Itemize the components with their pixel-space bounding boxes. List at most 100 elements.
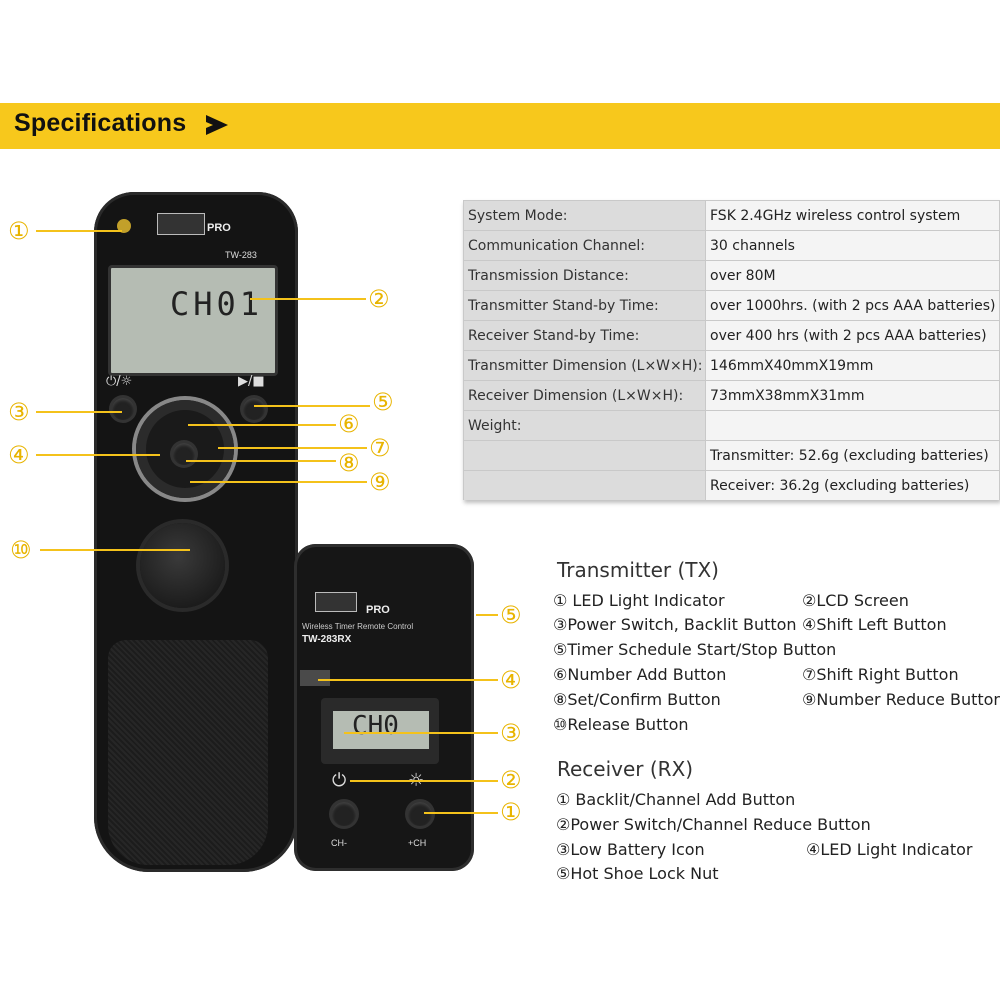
rx-pro-label: PRO: [366, 604, 390, 616]
tx-callout-10: ⑩: [10, 536, 32, 564]
table-row: System Mode:FSK 2.4GHz wireless control …: [463, 200, 1000, 231]
rx-callout-4-line: [318, 679, 498, 681]
table-row: Receiver: 36.2g (excluding batteries): [463, 470, 1000, 500]
tx-brand-logo: [157, 213, 205, 235]
rx-callout-5: ⑤: [500, 601, 522, 629]
list-item: ⑤Timer Schedule Start/Stop Button: [553, 640, 837, 659]
spec-value: over 80M: [705, 260, 1000, 291]
tx-timer-button: [243, 398, 265, 420]
rx-callout-4: ④: [500, 666, 522, 694]
tx-callout-6: ⑥: [338, 410, 360, 438]
arrow-right-icon: [206, 115, 228, 135]
list-item: ⑦Shift Right Button: [802, 665, 959, 684]
list-item: ⑥Number Add Button: [553, 665, 727, 684]
table-row: Weight:: [463, 410, 1000, 441]
tx-set-button: [173, 443, 195, 465]
rx-model-label: TW-283RX: [302, 634, 352, 645]
rx-lcd-readout: CH0: [352, 711, 399, 741]
banner-title: Specifications: [14, 109, 187, 137]
table-row: Communication Channel:30 channels: [463, 230, 1000, 261]
list-item: ②Power Switch/Channel Reduce Button: [556, 815, 871, 834]
spec-table-container: System Mode:FSK 2.4GHz wireless control …: [463, 200, 1000, 500]
spec-value: 73mmX38mmX31mm: [705, 380, 1000, 411]
tx-callout-4: ④: [8, 441, 30, 469]
spec-table-body: System Mode:FSK 2.4GHz wireless control …: [463, 200, 1000, 500]
tx-callout-2: ②: [368, 285, 390, 313]
tx-callout-9-line: [190, 481, 367, 483]
list-item: ④LED Light Indicator: [806, 840, 973, 859]
rx-callout-3-line: [344, 732, 498, 734]
rx-callout-5-line: [476, 614, 498, 616]
list-item: ④Shift Left Button: [802, 615, 947, 634]
rx-backlit-button: [408, 802, 432, 826]
rx-subtitle: Wireless Timer Remote Control: [302, 622, 414, 631]
tx-callout-9: ⑨: [369, 468, 391, 496]
play-stop-icon: ▶/■: [238, 374, 265, 389]
specifications-banner: Specifications: [0, 103, 1000, 149]
list-item: ③Low Battery Icon: [556, 840, 705, 859]
tx-model-label: TW-283: [225, 250, 257, 260]
table-row: Transmitter: 52.6g (excluding batteries): [463, 440, 1000, 471]
tx-callout-8: ⑧: [338, 449, 360, 477]
tx-callout-1: ①: [8, 217, 30, 245]
tx-lcd-screen: [108, 265, 278, 376]
tx-callout-5-line: [254, 405, 370, 407]
rx-callout-2-line: [350, 780, 498, 782]
table-row: Transmitter Stand-by Time:over 1000hrs. …: [463, 290, 1000, 321]
rx-lcd-screen: [333, 711, 429, 749]
receiver-heading: Receiver (RX): [557, 757, 694, 781]
rx-right-caption: +CH: [408, 838, 427, 848]
transmitter-heading: Transmitter (TX): [557, 558, 719, 582]
spec-key: [463, 440, 706, 471]
tx-lcd-readout: CH01: [170, 285, 264, 323]
spec-value: Transmitter: 52.6g (excluding batteries): [705, 440, 1000, 471]
tx-callout-8-line: [186, 460, 336, 462]
tx-grip: [108, 640, 268, 865]
tx-callout-10-line: [40, 549, 190, 551]
tx-release-button: [140, 523, 225, 608]
tx-callout-3-line: [36, 411, 122, 413]
spec-key: System Mode:: [463, 200, 706, 231]
rx-led-indicator: [300, 670, 330, 686]
spec-value: over 400 hrs (with 2 pcs AAA batteries): [705, 320, 1000, 351]
tx-led-indicator: [117, 219, 131, 233]
rx-callout-3: ③: [500, 719, 522, 747]
list-item: ⑨Number Reduce Button: [802, 690, 1000, 709]
tx-pro-label: PRO: [207, 222, 231, 234]
table-row: Receiver Dimension (L×W×H):73mmX38mmX31m…: [463, 380, 1000, 411]
tx-callout-7-line: [218, 447, 367, 449]
spec-value: [705, 410, 1000, 441]
tx-callout-5: ⑤: [372, 388, 394, 416]
spec-value: 30 channels: [705, 230, 1000, 261]
spec-key: Receiver Dimension (L×W×H):: [463, 380, 706, 411]
tx-callout-7: ⑦: [369, 434, 391, 462]
spec-value: 146mmX40mmX19mm: [705, 350, 1000, 381]
tx-callout-2-line: [250, 298, 366, 300]
list-item: ① Backlit/Channel Add Button: [556, 790, 796, 809]
spec-key: Communication Channel:: [463, 230, 706, 261]
rx-left-caption: CH-: [331, 838, 347, 848]
spec-value: over 1000hrs. (with 2 pcs AAA batteries): [705, 290, 1000, 321]
power-backlight-icon: ⏻/☼: [106, 374, 133, 389]
spec-key: Transmitter Dimension (L×W×H):: [463, 350, 706, 381]
tx-callout-1-line: [36, 230, 122, 232]
spec-key: Weight:: [463, 410, 706, 441]
list-item: ⑤Hot Shoe Lock Nut: [556, 864, 719, 883]
rx-callout-1-line: [424, 812, 498, 814]
power-icon: ⏻: [332, 770, 347, 791]
tx-callout-3: ③: [8, 398, 30, 426]
spec-key: Transmission Distance:: [463, 260, 706, 291]
table-row: Receiver Stand-by Time:over 400 hrs (wit…: [463, 320, 1000, 351]
rx-power-button: [332, 802, 356, 826]
list-item: ③Power Switch, Backlit Button: [553, 615, 797, 634]
list-item: ⑧Set/Confirm Button: [553, 690, 721, 709]
spec-key: [463, 470, 706, 500]
list-item: ① LED Light Indicator: [553, 591, 725, 610]
rx-brand-logo: [315, 592, 357, 612]
spec-key: Receiver Stand-by Time:: [463, 320, 706, 351]
spec-value: Receiver: 36.2g (excluding batteries): [705, 470, 1000, 500]
spec-table: System Mode:FSK 2.4GHz wireless control …: [463, 200, 1000, 500]
spec-key: Transmitter Stand-by Time:: [463, 290, 706, 321]
tx-callout-6-line: [188, 424, 336, 426]
list-item: ②LCD Screen: [802, 591, 909, 610]
